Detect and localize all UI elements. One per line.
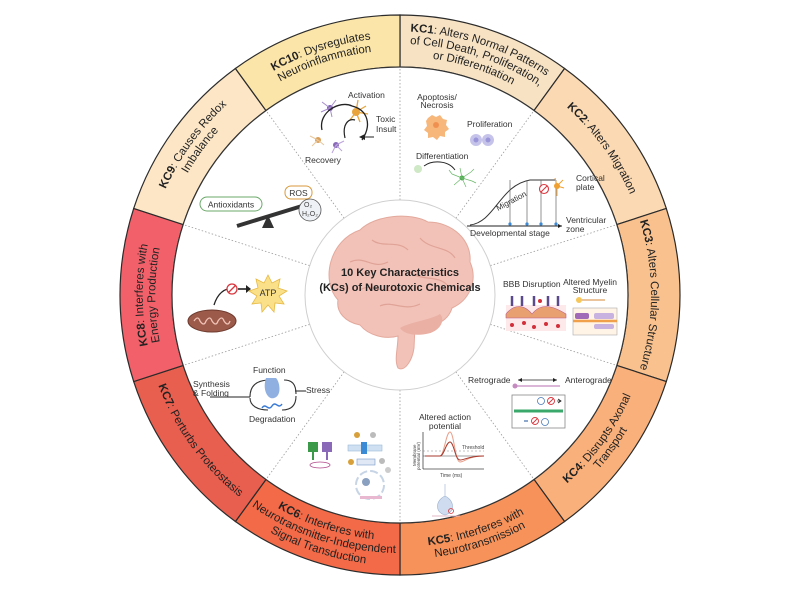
stem-cell-icon <box>414 165 422 173</box>
segment-label-line: Energy Production <box>146 246 163 343</box>
sector-divider <box>265 371 345 480</box>
h2o2-label: H₂O₂ <box>302 211 318 218</box>
activation-label: Activation <box>348 90 385 100</box>
stress-label: Stress <box>306 385 330 395</box>
unfolded-protein-icon <box>261 403 283 409</box>
kc4-illustration: Retrograde Anterograde <box>468 375 612 429</box>
kc9-illustration: Antioxidants ROS O₂ H₂O₂ <box>199 185 322 228</box>
apoptosis-label-1: Apoptosis/ <box>417 92 457 102</box>
antioxidants-badge <box>199 196 263 212</box>
sector-divider <box>455 371 535 480</box>
bbb-label: BBB Disruption <box>503 279 561 289</box>
antioxidants-label: Antioxidants <box>208 200 254 210</box>
sector-divider <box>265 110 345 219</box>
receptor-purple-icon <box>322 442 332 452</box>
ventricular-zone-label-1: Ventricular <box>566 215 606 225</box>
kc1-illustration: Apoptosis/ Necrosis Proliferation Differ… <box>414 92 513 188</box>
proliferation-label: Proliferation <box>467 119 513 129</box>
membrane-axis-label-2: potential (mV) <box>416 441 421 470</box>
seesaw-fulcrum <box>262 215 274 228</box>
membrane-axis-label-1: Membrane <box>412 444 417 466</box>
myelin-label-2: Structure <box>573 285 608 295</box>
sector-dividers <box>183 67 617 523</box>
sector-divider <box>183 224 310 267</box>
ventricular-zone-label-2: zone <box>566 224 585 234</box>
ros-label: ROS <box>289 188 308 198</box>
developmental-stage-label: Developmental stage <box>470 228 550 238</box>
brain-icon <box>328 215 474 370</box>
function-label: Function <box>253 365 286 375</box>
synthesis-label-2: & Folding <box>193 388 229 398</box>
kc-id: KC1 <box>410 23 435 37</box>
kc6-illustration <box>308 432 391 500</box>
cortical-plate-label-1: Cortical <box>576 173 605 183</box>
microglia-activated-icon <box>349 99 369 123</box>
action-potential-title-2: potential <box>429 421 461 431</box>
sector-divider <box>490 224 617 267</box>
threshold-label: Threshold <box>462 445 484 451</box>
folded-protein-icon <box>264 378 280 399</box>
atp-label: ATP <box>260 288 277 298</box>
center-title-line-1: 10 Key Characteristics <box>341 267 459 279</box>
kc-id: KC5 <box>427 533 452 549</box>
toxic-insult-label-1: Toxic <box>376 114 396 124</box>
kc-id: KC8 <box>135 322 150 347</box>
nucleus-icon <box>355 470 385 500</box>
kc7-illustration: Function Synthesis & Folding Stress Degr… <box>193 365 330 424</box>
migration-curve <box>469 179 556 226</box>
seesaw-beam <box>236 204 303 228</box>
myelin-label-1: Altered Myelin <box>563 277 617 287</box>
anterograde-label: Anterograde <box>565 375 612 385</box>
time-axis-label: Time (ms) <box>440 473 463 479</box>
dividing-cell-icon <box>470 134 494 146</box>
action-potential-title-1: Altered action <box>419 412 471 422</box>
kc3-illustration: BBB Disruption Altered Myelin Structure <box>503 277 618 336</box>
kc-id: KC3 <box>637 218 654 243</box>
retrograde-label: Retrograde <box>468 375 511 385</box>
ros-molecules-icon <box>298 198 322 222</box>
cortical-plate-label-2: plate <box>576 182 595 192</box>
kc5-illustration: Altered action potential Threshold Time … <box>412 412 484 517</box>
synthesis-label-1: Synthesis <box>193 379 230 389</box>
kc8-illustration: ATP <box>187 274 288 333</box>
ros-badge <box>284 185 313 200</box>
recovery-label: Recovery <box>305 155 342 165</box>
myelin-icon <box>572 297 618 336</box>
bbb-icon <box>505 296 567 331</box>
kc10-illustration: Activation Toxic Insult Recovery <box>305 90 397 165</box>
differentiation-label: Differentiation <box>416 151 469 161</box>
sector-divider <box>455 110 535 219</box>
microglia-resting-icon <box>309 99 345 154</box>
cortical-neuron-icon <box>554 177 565 196</box>
toxic-insult-label-2: Insult <box>376 124 397 134</box>
receptor-green-icon <box>308 442 318 452</box>
o2-label: O₂ <box>304 202 312 209</box>
action-potential-plot: Threshold Time (ms) Membrane potential (… <box>412 431 484 479</box>
center-title-line-2: (KCs) of Neurotoxic Chemicals <box>319 282 480 294</box>
degradation-label: Degradation <box>249 414 296 424</box>
sector-divider <box>490 323 617 366</box>
sector-divider <box>183 323 310 366</box>
apoptosis-label-2: Necrosis <box>420 100 453 110</box>
neuron-icon <box>448 167 477 188</box>
synapse-terminal-icon <box>437 484 453 516</box>
atp-burst-icon <box>248 274 288 313</box>
